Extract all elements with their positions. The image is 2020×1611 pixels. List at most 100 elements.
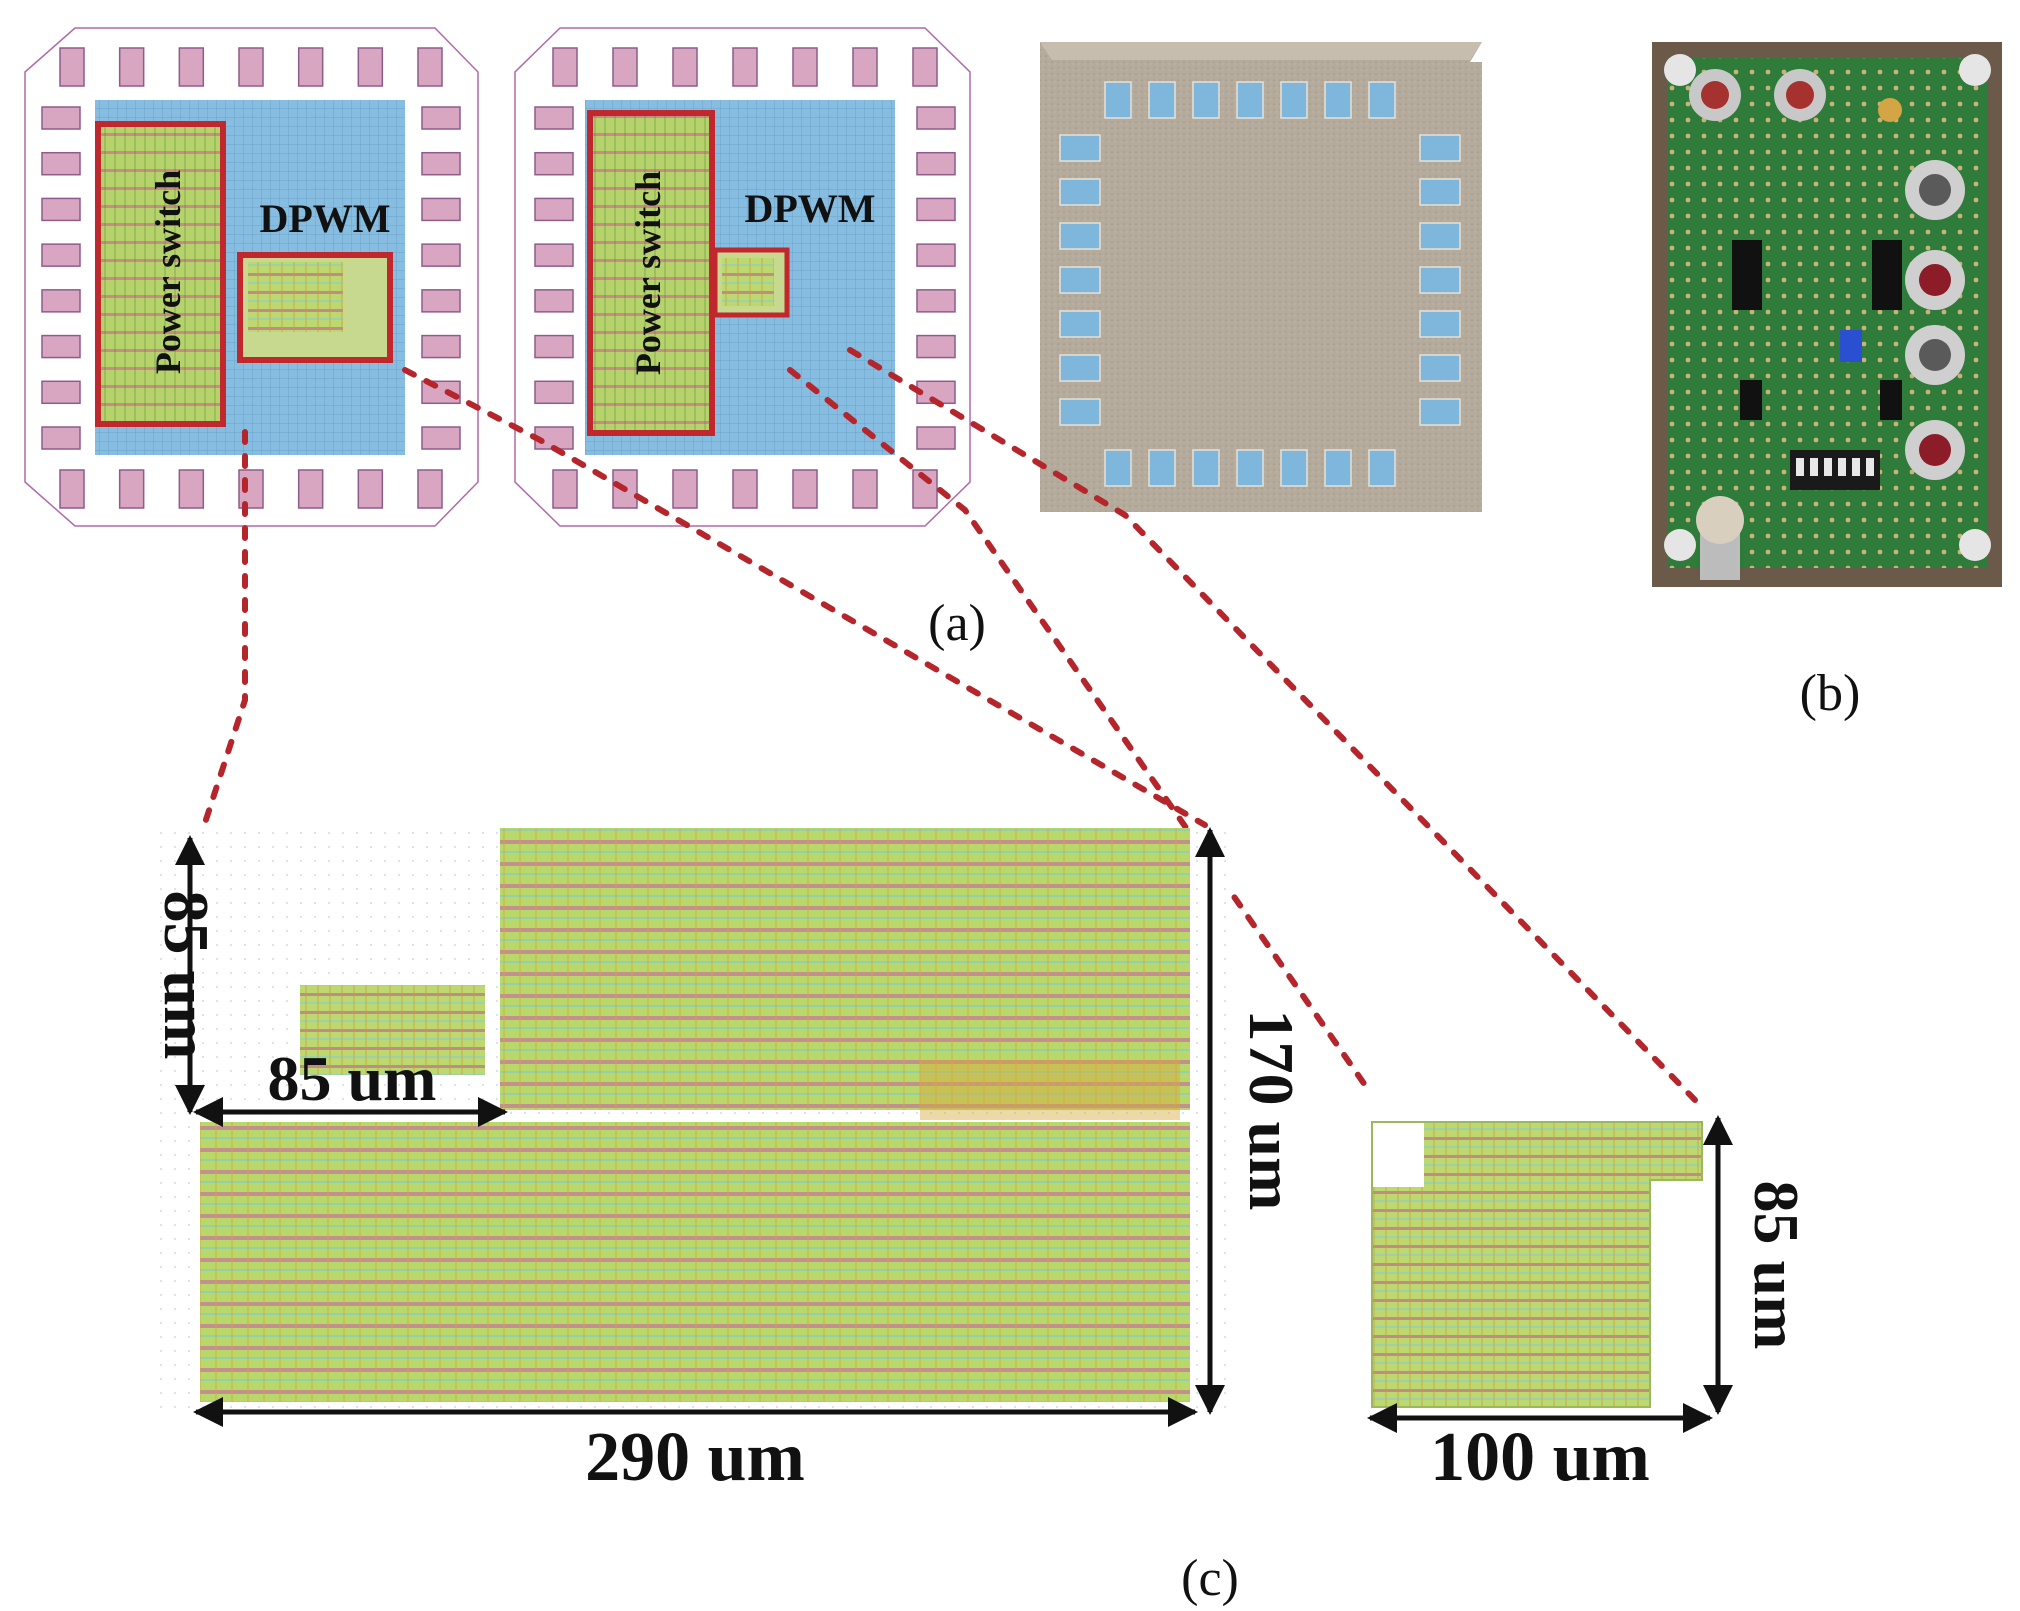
chip-pad — [1280, 81, 1308, 119]
bond-pad — [421, 151, 461, 176]
header — [1732, 240, 1762, 310]
zoomed-layout-power-switch — [160, 828, 1230, 1410]
bond-pad — [178, 469, 205, 509]
dip-switch-key — [1838, 458, 1846, 476]
chip-pad — [1059, 134, 1101, 162]
bond-pad — [41, 243, 81, 267]
bond-pad — [421, 197, 461, 222]
upper-cell-block — [500, 828, 1190, 1110]
dip-switch-key — [1852, 458, 1860, 476]
dip-switch-key — [1810, 458, 1818, 476]
bond-pad — [732, 469, 758, 509]
test-pcb-photo — [1652, 42, 2002, 587]
bond-pad — [916, 289, 956, 313]
chip-pad — [1104, 81, 1132, 119]
bond-pad — [41, 197, 81, 222]
sma-connector — [1878, 98, 1902, 122]
label-height-85-left: 85 um — [151, 891, 222, 1060]
chip-layout-2: Power switch DPWM — [514, 27, 971, 527]
chip-pad — [1419, 354, 1461, 382]
header — [1872, 240, 1902, 310]
bond-pad — [421, 106, 461, 130]
dip-switch-key — [1866, 458, 1874, 476]
bond-pad — [41, 380, 81, 405]
bond-pad — [534, 289, 574, 313]
dpwm-label: DPWM — [744, 186, 875, 231]
label-width-100: 100 um — [1430, 1419, 1650, 1496]
mount-hole — [1959, 54, 1991, 86]
chip-pad — [1059, 178, 1101, 206]
bond-pad — [238, 47, 264, 87]
panel-c-label: (c) — [1181, 1550, 1239, 1607]
bond-pad — [534, 197, 574, 222]
bond-pad — [41, 334, 81, 359]
bond-pads — [534, 47, 956, 509]
bond-pad — [421, 289, 461, 313]
banana-jack-core — [1701, 81, 1729, 109]
bond-pad — [417, 47, 443, 87]
chip-pad — [1192, 449, 1220, 487]
bond-pad — [118, 47, 145, 87]
chip-pad — [1236, 81, 1264, 119]
banana-jack-core — [1919, 174, 1951, 206]
bond-pad — [59, 469, 85, 509]
power-switch-array — [98, 124, 223, 424]
zoomed-layout-dpwm — [1371, 1121, 1703, 1408]
dpwm-highlight — [712, 247, 790, 318]
banana-jack-core — [1919, 339, 1951, 371]
potentiometer-knob — [1696, 496, 1744, 544]
bond-pad — [552, 469, 578, 509]
chip-pad — [1419, 222, 1461, 250]
bond-pads — [41, 47, 461, 509]
power-switch-label: Power switch — [628, 171, 668, 375]
banana-jack-core — [1919, 264, 1951, 296]
bond-pad — [732, 47, 758, 87]
bond-pad — [916, 106, 956, 130]
fabricated-chip-photo — [1040, 42, 1482, 512]
chip-pad — [1059, 310, 1101, 338]
bond-pad — [672, 469, 698, 509]
label-width-85-left: 85 um — [268, 1043, 437, 1114]
connector-dpwm-2a — [787, 367, 1368, 1088]
dip-switch-key — [1824, 458, 1832, 476]
chip-pad — [1236, 449, 1264, 487]
bond-pad — [41, 151, 81, 176]
chip-pad — [1148, 81, 1176, 119]
bond-pad — [916, 426, 956, 450]
banana-jack-core — [1786, 81, 1814, 109]
trimmer — [1840, 330, 1862, 362]
bond-pad — [357, 47, 384, 87]
banana-jack-core — [1919, 434, 1951, 466]
bond-pad — [792, 47, 818, 87]
dip-switch-key — [1796, 458, 1804, 476]
bond-pad — [41, 289, 81, 313]
chip-pad — [1419, 398, 1461, 426]
bond-pad — [357, 469, 384, 509]
bond-pad — [916, 334, 956, 359]
power-switch-label: Power switch — [148, 170, 188, 374]
small-cell-block — [300, 985, 485, 1075]
bond-pad — [41, 106, 81, 130]
bond-pad — [534, 151, 574, 176]
power-switch-highlight — [95, 121, 226, 427]
chip-pad — [1324, 449, 1352, 487]
bond-pad — [852, 47, 878, 87]
chip-pad — [1324, 81, 1352, 119]
bond-pad — [534, 106, 574, 130]
bond-pad — [421, 426, 461, 450]
connector — [1740, 380, 1762, 420]
connector-dpwm-1 — [402, 367, 1208, 828]
lower-cell-block — [200, 1122, 1190, 1402]
chip-pad — [1059, 222, 1101, 250]
mount-hole — [1664, 529, 1696, 561]
bond-pad — [552, 47, 578, 87]
bond-pad — [118, 469, 145, 509]
bond-pad — [916, 197, 956, 222]
connector — [1880, 380, 1902, 420]
chip-layout-1: Power switch DPWM — [24, 27, 479, 527]
bond-pad — [417, 469, 443, 509]
bond-pad — [916, 151, 956, 176]
bond-pad — [852, 469, 878, 509]
connector-dpwm-2b — [847, 347, 1698, 1103]
